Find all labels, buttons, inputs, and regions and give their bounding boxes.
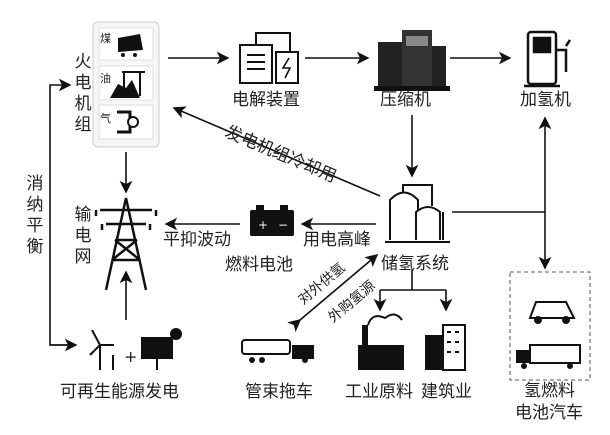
hydrogen-dispenser-icon: [524, 30, 572, 88]
electrolyzer-label: 电解装置: [232, 90, 300, 110]
svg-text:+: +: [124, 347, 137, 366]
industry-label: 工业原料: [345, 382, 413, 402]
thermal-plant-icon: [92, 21, 160, 148]
coal-label: 煤: [100, 32, 111, 45]
compressor-icon: [374, 30, 450, 91]
renewable-icon: +: [89, 328, 182, 370]
smoothing-label: 平抑波动: [163, 230, 231, 250]
fuel-cell-label: 燃料电池: [225, 255, 293, 275]
renewable-label: 可再生能源发电: [60, 382, 179, 402]
storage-label: 储氢系统: [381, 254, 449, 274]
factory-icon: [358, 313, 404, 370]
arrow-cooling: [172, 106, 381, 197]
grid-label: 输电网: [74, 205, 92, 267]
electrolyzer-icon: [239, 32, 299, 84]
transmission-tower-icon: [94, 197, 158, 291]
oil-label: 油: [100, 72, 111, 85]
balance-label: 消纳平衡: [26, 174, 44, 257]
thermal-plant-label: 火电机组: [74, 52, 92, 135]
svg-text:−: −: [278, 218, 288, 232]
tube-trailer-label: 管束拖车: [245, 382, 313, 402]
building-icon: [425, 324, 466, 371]
fuel-cell-battery-icon: +−: [250, 205, 294, 236]
fcv-label-line2: 电池汽车: [515, 403, 583, 423]
balance-loop: [49, 78, 72, 346]
peak-label: 用电高峰: [303, 230, 371, 250]
dispenser-label: 加氢机: [520, 90, 571, 110]
svg-text:+: +: [258, 218, 268, 232]
arrow-trailer-exchange: [287, 253, 379, 333]
fcv-label-line1: 氢燃料: [524, 381, 575, 401]
compressor-label: 压缩机: [380, 90, 431, 110]
gas-label: 气: [100, 112, 111, 125]
building-label: 建筑业: [421, 382, 472, 402]
hydrogen-storage-icon: [385, 184, 450, 243]
tube-trailer-icon: [241, 339, 314, 363]
fuel-cell-vehicle-icon: [509, 271, 591, 381]
